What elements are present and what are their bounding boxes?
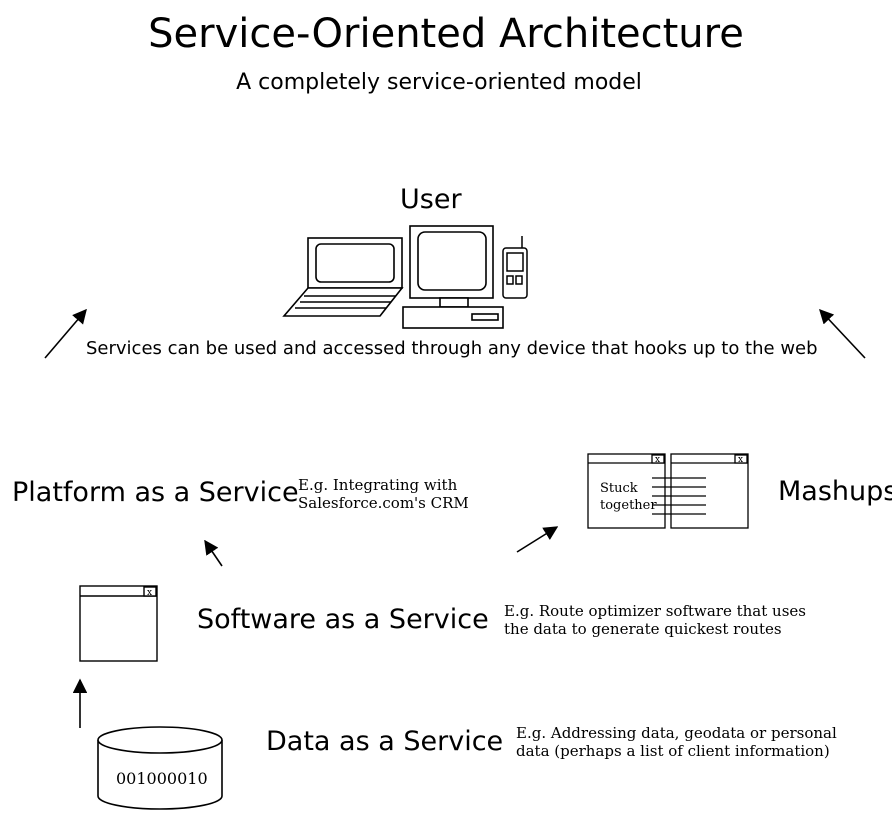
- software-label: Software as a Service: [197, 604, 489, 635]
- mashup-window-text: Stuck: [600, 481, 638, 496]
- mashup-window-text: together: [600, 498, 657, 513]
- platform-note: E.g. Integrating with Salesforce.com's C…: [298, 476, 469, 512]
- platform-label: Platform as a Service: [12, 477, 299, 508]
- platform-note-line: E.g. Integrating with: [298, 476, 458, 494]
- software-note: E.g. Route optimizer software that uses …: [504, 602, 806, 638]
- software-note-line: the data to generate quickest routes: [504, 620, 782, 638]
- arrow-icon: [516, 526, 559, 553]
- mashup-windows: [587, 453, 749, 529]
- data-note-line: data (perhaps a list of client informati…: [516, 742, 830, 760]
- user-label: User: [400, 184, 462, 215]
- laptop-icon: [282, 237, 404, 317]
- mashups-label: Mashups: [778, 476, 892, 507]
- page-title: Service-Oriented Architecture: [148, 11, 744, 57]
- data-note-line: E.g. Addressing data, geodata or persona…: [516, 724, 837, 742]
- page-subtitle: A completely service-oriented model: [236, 70, 642, 95]
- arrow-icon: [819, 308, 866, 359]
- mobile-phone-icon: [502, 236, 528, 299]
- application-window-icon: [79, 585, 158, 662]
- data-label: Data as a Service: [266, 726, 504, 757]
- desktop-computer-icon: [402, 225, 504, 329]
- data-note: E.g. Addressing data, geodata or persona…: [516, 724, 837, 760]
- database-cylinder-icon: [97, 726, 223, 810]
- window-close-icon: x: [655, 455, 660, 465]
- arrow-icon: [204, 539, 223, 567]
- window-close-icon: x: [147, 588, 152, 598]
- software-note-line: E.g. Route optimizer software that uses: [504, 602, 806, 620]
- platform-note-line: Salesforce.com's CRM: [298, 494, 469, 512]
- user-caption: Services can be used and accessed throug…: [86, 338, 818, 359]
- arrow-icon: [44, 308, 87, 359]
- window-close-icon: x: [738, 455, 743, 465]
- database-text: 001000010: [116, 769, 208, 788]
